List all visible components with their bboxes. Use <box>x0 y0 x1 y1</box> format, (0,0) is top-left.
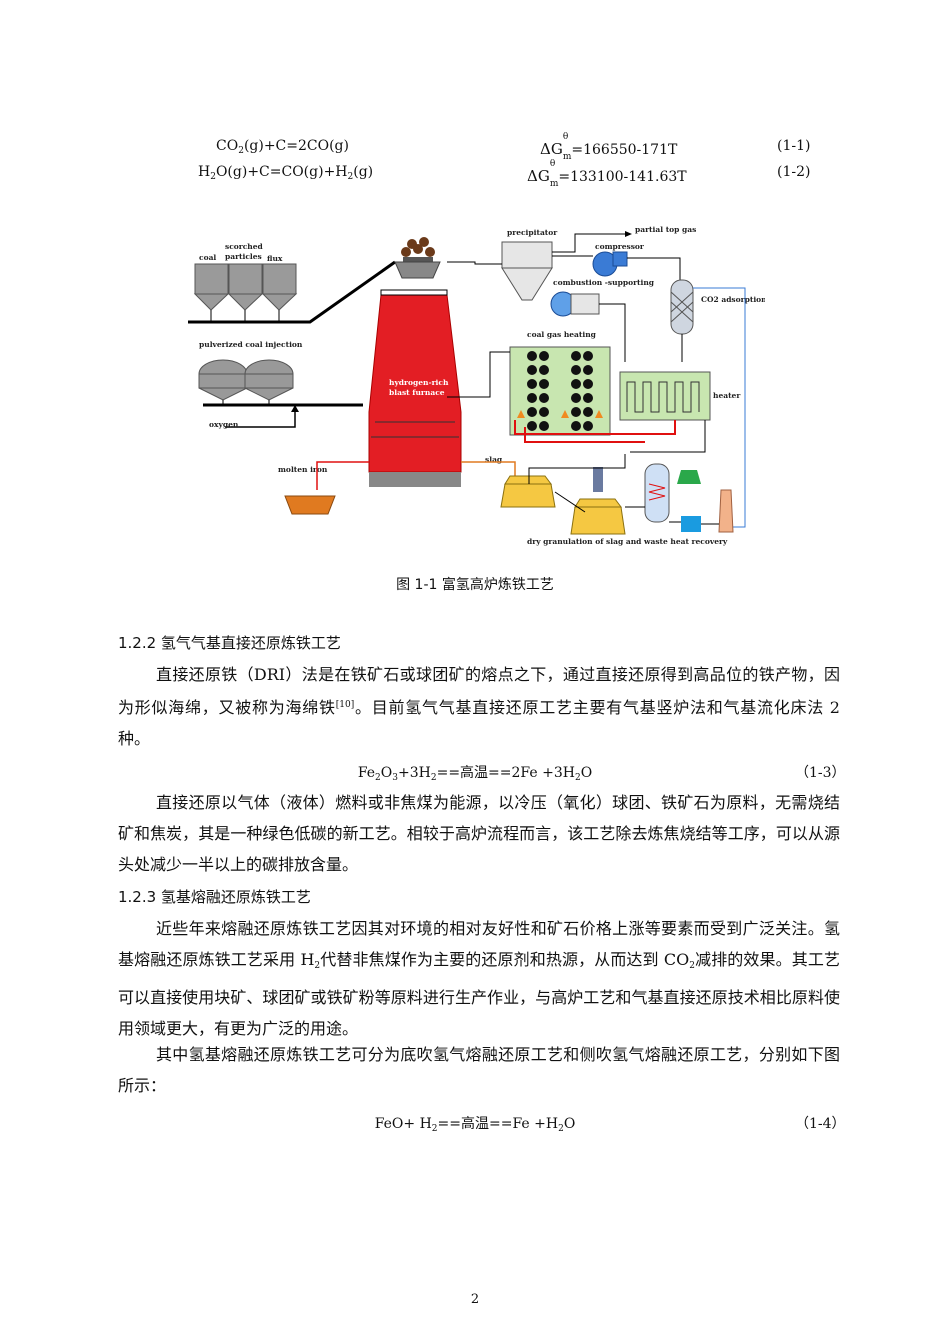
label-precipitator: precipitator <box>507 228 558 237</box>
heat-exchanger-icon <box>644 463 670 523</box>
process-diagram: coal scorched particles flux pulverized … <box>185 222 767 552</box>
label-pulverized-coal: pulverized coal injection <box>199 340 303 349</box>
equation-1-2-lhs: H2O(g)+C=CO(g)+H2(g) <box>198 164 374 182</box>
paragraph-dri: 直接还原铁（DRI）法是在铁矿石或球团矿的熔点之下，通过直接还原得到高品位的铁产… <box>118 665 840 748</box>
precipitator <box>447 241 553 301</box>
section-heading: 1.2.3 氢基熔融还原炼铁工艺 <box>118 888 311 906</box>
citation-ref: [10] <box>335 700 355 710</box>
coal-injection-tanks <box>198 359 363 428</box>
paragraph-dri-advantages: 直接还原以气体（液体）燃料或非焦煤为能源，以冷压（氧化）球团、铁矿石为原料，无需… <box>118 793 840 874</box>
section-heading: 1.2.2 氢气气基直接还原炼铁工艺 <box>118 634 341 652</box>
paragraph-smelting-reduction: 近些年来熔融还原炼铁工艺因其对环境的相对友好性和矿石价格上涨等要素而受到广泛关注… <box>118 919 840 1038</box>
slag-granulator-1 <box>500 483 556 508</box>
blast-furnace: hydrogen-rich blast furnace <box>368 237 462 487</box>
green-unit-icon <box>677 470 701 484</box>
co2-adsorption-column <box>670 279 694 335</box>
slag-chute <box>593 467 603 492</box>
label-oxygen: oxygen <box>209 420 239 429</box>
label-particles: particles <box>225 252 262 261</box>
label-heater: heater <box>713 391 741 400</box>
label-co2-adsorption: CO2 adsorption <box>701 295 765 304</box>
equation-1-1-lhs: CO2(g)+C=2CO(g) <box>216 138 349 156</box>
chimney-icon <box>718 489 734 533</box>
label-partial-top-gas: partial top gas <box>635 225 696 234</box>
equation-number: (1-1) <box>777 138 811 154</box>
blue-unit-icon <box>681 516 701 532</box>
formula-1-3: Fe2O3+3H2==高温==2Fe +3H2O <box>357 765 593 783</box>
slag-granulator-2 <box>570 506 626 535</box>
blast-furnace-diagram: coal scorched particles flux pulverized … <box>188 225 767 546</box>
label-furnace-line2: blast furnace <box>389 388 445 397</box>
iron-ladle <box>284 495 336 515</box>
label-slag: slag <box>485 455 503 464</box>
label-scorched: scorched <box>225 242 264 251</box>
raw-material-hoppers <box>188 260 396 324</box>
label-flux: flux <box>267 254 283 263</box>
formula-number: （1-3） <box>795 765 846 781</box>
paragraph-blowing-types: 其中氢基熔融还原炼铁工艺可分为底吹氢气熔融还原工艺和侧吹氢气熔融还原工艺，分别如… <box>118 1045 840 1095</box>
label-dry-granulation: dry granulation of slag and waste heat r… <box>527 537 728 546</box>
label-combustion: combustion -supporting <box>553 278 655 287</box>
coal-gas-heaters <box>447 346 611 436</box>
equation-number: (1-2) <box>777 164 811 180</box>
label-compressor: compressor <box>595 242 645 251</box>
label-molten-iron: molten iron <box>278 465 328 474</box>
formula-1-4: FeO+ H2==高温==Fe +H2O <box>374 1116 576 1134</box>
figure-caption: 图 1-1 富氢高炉炼铁工艺 <box>396 577 554 593</box>
page-number: 2 <box>470 1292 480 1307</box>
heater <box>619 371 711 421</box>
label-coal-gas-heating: coal gas heating <box>527 330 597 339</box>
label-furnace-line1: hydrogen-rich <box>389 378 449 387</box>
label-coal: coal <box>199 253 216 262</box>
formula-number: （1-4） <box>795 1116 846 1132</box>
